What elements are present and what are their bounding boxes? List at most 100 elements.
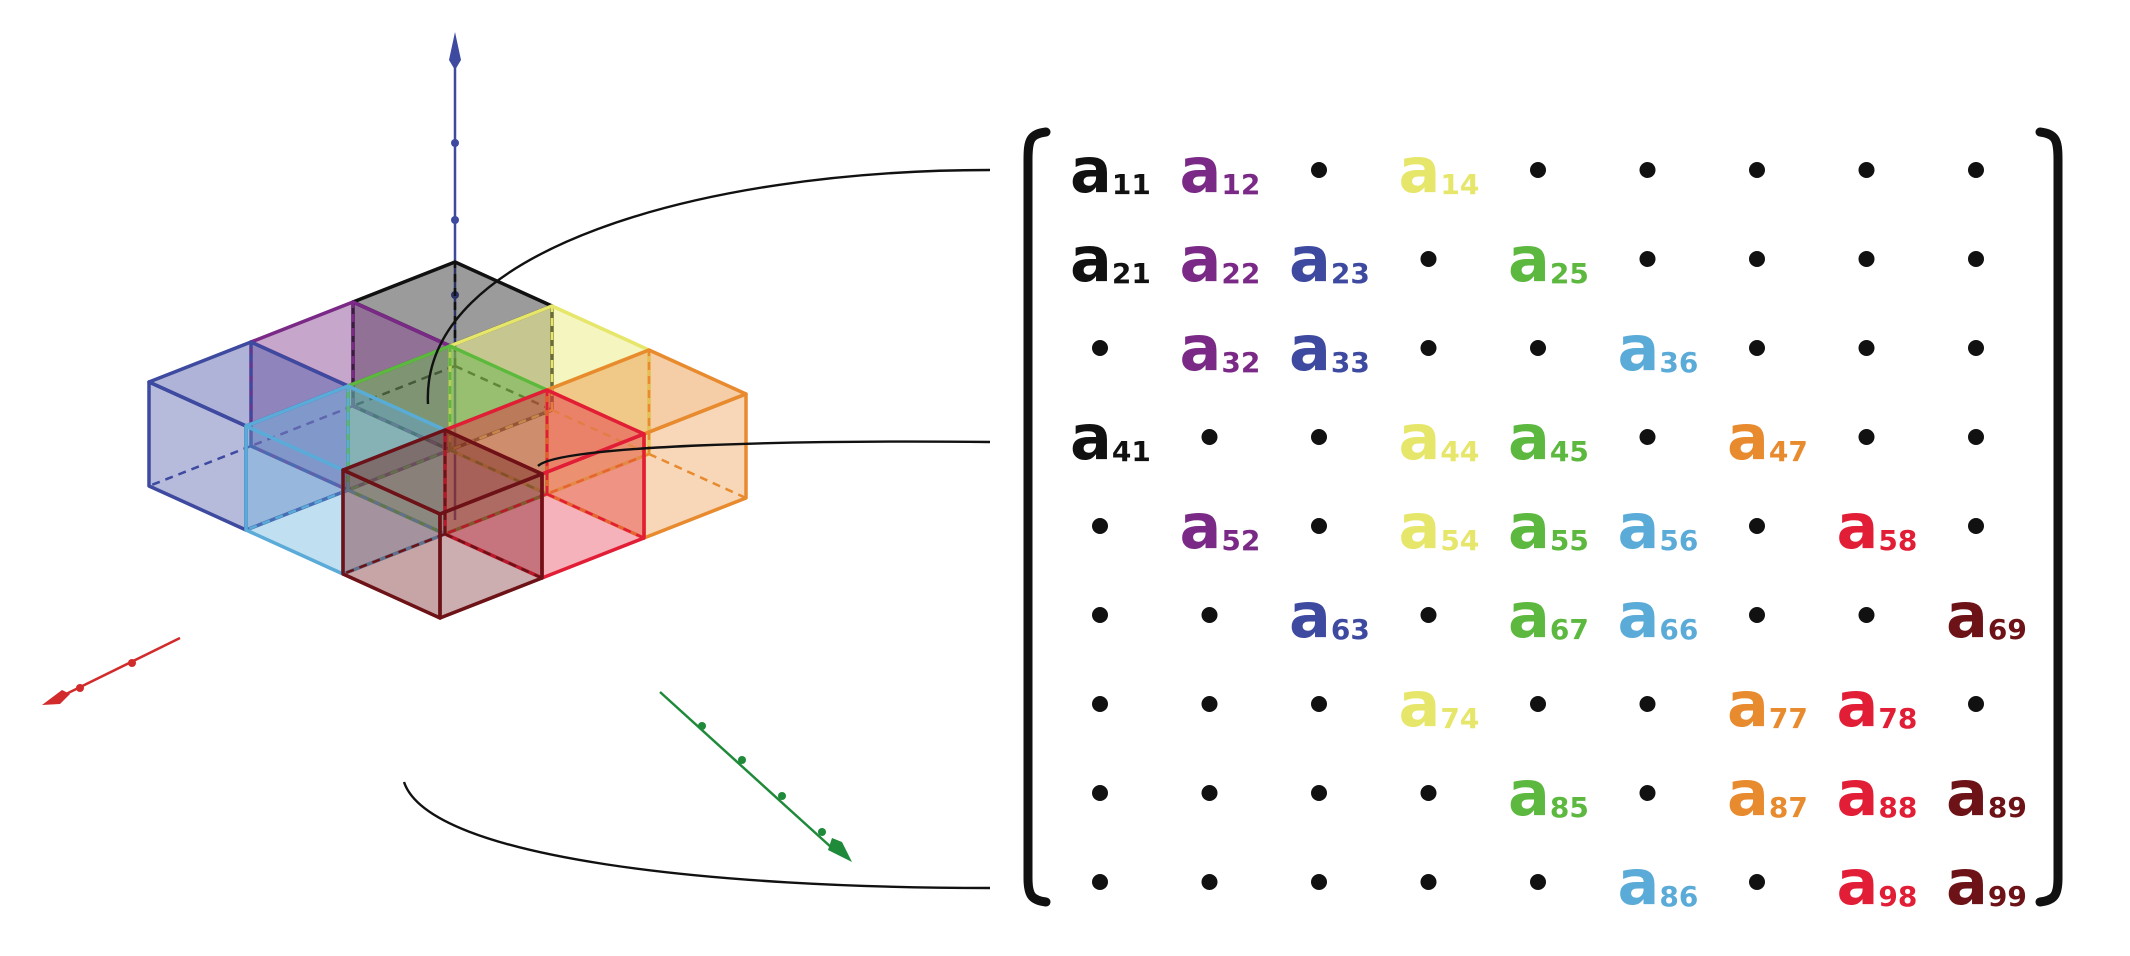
- matrix-entry: a86: [1618, 846, 1699, 919]
- zero-dot: [1968, 518, 1984, 534]
- entry-symbol: a: [1180, 312, 1222, 385]
- entry-symbol: a: [1837, 668, 1879, 741]
- zero-dot: [1858, 607, 1875, 623]
- entry-subscript: 36: [1659, 346, 1698, 379]
- entry-symbol: a: [1837, 490, 1879, 563]
- entry-symbol: a: [1727, 757, 1769, 830]
- entry-subscript: 77: [1769, 702, 1808, 735]
- matrix-entry: a25: [1508, 223, 1589, 296]
- cube: [448, 304, 651, 496]
- entry-symbol: a: [1399, 134, 1441, 207]
- entry-symbol: a: [1508, 579, 1550, 652]
- entry-symbol: a: [1618, 312, 1660, 385]
- entry-symbol: a: [1946, 757, 1988, 830]
- zero-dot: [1201, 696, 1218, 712]
- zero-dot: [1639, 251, 1656, 267]
- entry-subscript: 45: [1550, 435, 1589, 468]
- entry-subscript: 56: [1659, 524, 1698, 557]
- matrix-entry: a45: [1508, 401, 1589, 474]
- matrix-entry: a63: [1289, 579, 1370, 652]
- zero-dot: [1311, 518, 1327, 534]
- entry-subscript: 32: [1221, 346, 1260, 379]
- entry-subscript: 54: [1440, 524, 1479, 557]
- entry-symbol: a: [1946, 846, 1988, 919]
- cube-hidden-edge: [444, 532, 543, 580]
- zero-dot: [1968, 429, 1984, 445]
- cube-hidden-edge: [454, 364, 553, 412]
- zero-dot: [1420, 251, 1437, 267]
- entry-symbol: a: [1618, 490, 1660, 563]
- right-bracket: [2035, 127, 2063, 907]
- entry-symbol: a: [1399, 490, 1441, 563]
- entry-subscript: 47: [1769, 435, 1808, 468]
- entry-subscript: 99: [1988, 880, 2027, 913]
- matrix-entry: a78: [1837, 668, 1918, 741]
- z-axis-tick: [451, 216, 459, 224]
- cube-stack: [147, 260, 748, 620]
- entry-subscript: 78: [1878, 702, 1917, 735]
- entry-subscript: 12: [1221, 168, 1260, 201]
- entry-subscript: 74: [1440, 702, 1479, 735]
- zero-dot: [1639, 696, 1656, 712]
- entry-symbol: a: [1399, 668, 1441, 741]
- entry-symbol: a: [1618, 846, 1660, 919]
- cube-hidden-edge: [546, 452, 650, 496]
- matrix-entry: a66: [1618, 579, 1699, 652]
- entry-symbol: a: [1837, 846, 1879, 919]
- zero-dot: [1311, 162, 1327, 178]
- entry-subscript: 67: [1550, 613, 1589, 646]
- zero-dot: [1092, 696, 1108, 712]
- connector-curve: [537, 440, 991, 467]
- zero-dot: [1639, 429, 1656, 445]
- matrix-entry: a21: [1070, 223, 1151, 296]
- matrix-entry: a89: [1946, 757, 2027, 830]
- cube-hidden-edge: [342, 532, 446, 576]
- zero-dot: [1858, 251, 1875, 267]
- zero-dot: [1201, 607, 1218, 623]
- cube-hidden-edge: [551, 408, 650, 456]
- matrix-entry: a87: [1727, 757, 1808, 830]
- entry-subscript: 52: [1221, 524, 1260, 557]
- entry-symbol: a: [1289, 223, 1331, 296]
- zero-dot: [1420, 607, 1437, 623]
- entry-subscript: 85: [1550, 791, 1589, 824]
- entry-subscript: 69: [1988, 613, 2027, 646]
- entry-symbol: a: [1399, 401, 1441, 474]
- entry-subscript: 55: [1550, 524, 1589, 557]
- entry-symbol: a: [1508, 757, 1550, 830]
- cube-hidden-edge: [352, 364, 456, 408]
- zero-dot: [1530, 874, 1546, 890]
- y-axis-tick: [698, 722, 706, 730]
- zero-dot: [1311, 696, 1327, 712]
- entry-subscript: 21: [1112, 257, 1151, 290]
- z-axis-tick: [451, 139, 459, 147]
- entry-subscript: 22: [1221, 257, 1260, 290]
- entry-subscript: 14: [1440, 168, 1479, 201]
- zero-dot: [1858, 340, 1875, 356]
- entry-subscript: 25: [1550, 257, 1589, 290]
- zero-dot: [1530, 340, 1546, 356]
- matrix-entry: a33: [1289, 312, 1370, 385]
- entry-symbol: a: [1180, 490, 1222, 563]
- matrix-entry: a23: [1289, 223, 1370, 296]
- zero-dot: [1201, 429, 1218, 445]
- connector-curve: [426, 168, 991, 405]
- zero-dot: [1749, 518, 1765, 534]
- matrix-entry: a22: [1180, 223, 1261, 296]
- entry-subscript: 66: [1659, 613, 1698, 646]
- zero-dot: [1639, 162, 1656, 178]
- entry-subscript: 11: [1112, 168, 1151, 201]
- cube-hidden-edge: [444, 492, 548, 536]
- cube-hidden-edge: [250, 404, 354, 448]
- entry-symbol: a: [1180, 223, 1222, 296]
- zero-dot: [1092, 607, 1108, 623]
- cube-hidden-edge: [648, 452, 747, 500]
- entry-subscript: 23: [1331, 257, 1370, 290]
- entry-symbol: a: [1070, 223, 1112, 296]
- entry-symbol: a: [1727, 668, 1769, 741]
- matrix-entry: a99: [1946, 846, 2027, 919]
- zero-dot: [1201, 785, 1218, 801]
- entry-symbol: a: [1070, 401, 1112, 474]
- cube: [545, 348, 748, 540]
